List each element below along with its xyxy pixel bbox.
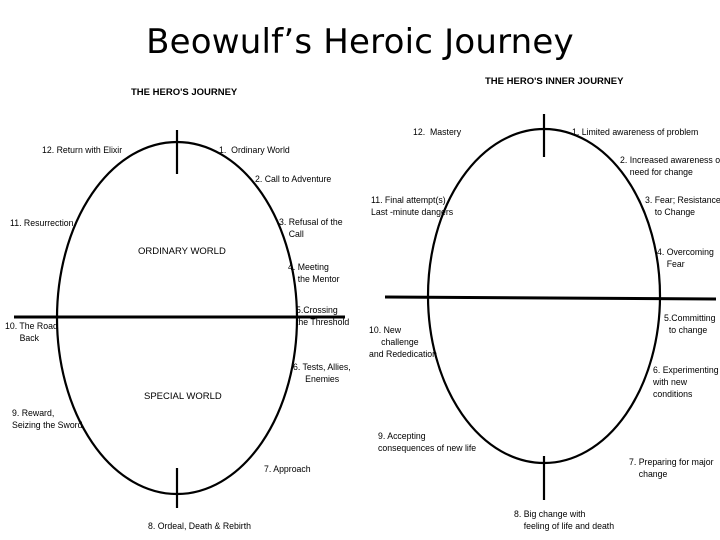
left-stage-9: 9. Reward, Seizing the Sword	[12, 408, 83, 431]
left-stage-1: 1. Ordinary World	[219, 145, 290, 156]
left-stage-7: 7. Approach	[264, 464, 311, 475]
right-stage-5: 5.Committing to change	[664, 313, 716, 336]
right-diagram-heading: THE HERO'S INNER JOURNEY	[485, 76, 624, 87]
right-stage-8: 8. Big change with feeling of life and d…	[514, 509, 615, 532]
region-ordinary-world: ORDINARY WORLD	[138, 246, 226, 257]
right-stage-2: 2. Increased awareness of need for chang…	[620, 155, 720, 178]
right-stage-7: 7. Preparing for major change	[629, 457, 714, 480]
slide-title: Beowulf’s Heroic Journey	[146, 22, 574, 62]
right-stage-4: 4. Overcoming Fear	[657, 247, 714, 270]
right-stage-11: 11. Final attempt(s) Last -minute danger…	[371, 195, 454, 218]
left-stage-4: 4. Meeting the Mentor	[288, 262, 340, 285]
right-stage-10: 10. New challenge and Rededication	[369, 325, 438, 360]
right-stage-3: 3. Fear; Resistance to Change	[645, 195, 720, 218]
left-stage-6: 6. Tests, Allies, Enemies	[293, 362, 351, 385]
left-stage-11: 11. Resurrection	[10, 218, 74, 229]
left-stage-2: 2. Call to Adventure	[255, 174, 332, 185]
left-stage-12: 12. Return with Elixir	[42, 145, 123, 156]
right-stage-12: 12. Mastery	[413, 127, 462, 138]
left-stage-3: 3. Refusal of the Call	[279, 217, 343, 240]
right-stage-6: 6. Experimenting with new conditions	[653, 365, 719, 400]
right-stage-1: 1. Limited awareness of problem	[572, 127, 699, 138]
left-stage-8: 8. Ordeal, Death & Rebirth	[148, 521, 251, 532]
region-special-world: SPECIAL WORLD	[144, 391, 222, 402]
left-stage-5: 5.Crossing the Threshold	[296, 305, 350, 328]
right-stage-9: 9. Accepting consequences of new life	[378, 431, 477, 454]
left-stage-10: 10. The Road Back	[5, 321, 58, 344]
right-horizon-line	[384, 295, 717, 301]
left-diagram-heading: THE HERO'S JOURNEY	[131, 87, 238, 98]
